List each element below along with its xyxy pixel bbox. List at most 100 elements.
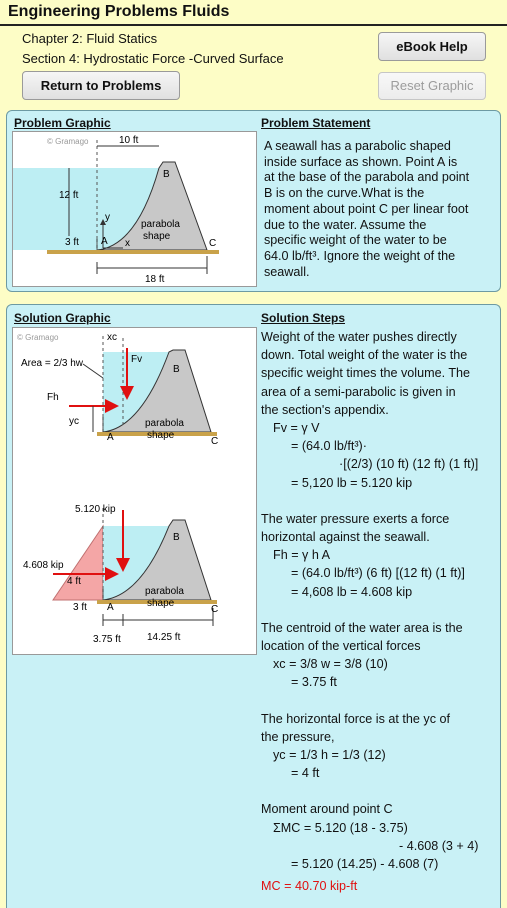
water-over-curve — [97, 168, 159, 250]
problem-statement: A seawall has a parabolic shaped inside … — [264, 139, 496, 280]
dim-bottom: 18 ft — [145, 274, 165, 285]
label-b: B — [163, 169, 170, 180]
label-a: A — [101, 236, 108, 247]
solution-graphic-title: Solution Graphic — [14, 311, 111, 325]
step-line: horizontal against the seawall. — [261, 530, 430, 545]
ebook-help-button[interactable]: eBook Help — [378, 32, 486, 61]
step-line: = 5.120 (14.25) - 4.608 (7) — [291, 857, 439, 872]
step-line: = 4,608 lb = 4.608 kip — [291, 584, 413, 599]
solution-graphic[interactable]: © Gramago xc Area = 2/3 hw Fv Fh yc A B … — [12, 327, 257, 655]
problem-statement-title: Problem Statement — [261, 116, 371, 130]
label-a-1: A — [107, 432, 114, 443]
step-line: yc = 1/3 h = 1/3 (12) — [273, 748, 386, 763]
ground — [47, 250, 219, 254]
parabola-label-1: parabola — [141, 219, 180, 230]
parabola-label-2: shape — [147, 430, 175, 441]
step-line: = (64.0 lb/ft³) (6 ft) [(12 ft) (1 ft)] — [291, 566, 465, 581]
step-line: = 4 ft — [291, 766, 320, 781]
solution-steps-title: Solution Steps — [261, 311, 345, 325]
step-line: area of a semi-parabolic is given in — [261, 384, 456, 399]
step-line: = 5,120 lb = 5.120 kip — [291, 475, 413, 490]
statement-line: inside surface as shown. Point A is — [264, 154, 458, 169]
seawall-diagram: © Gramago 10 ft 12 ft 3 ft 18 ft A B C x… — [13, 135, 219, 285]
yc-label: yc — [69, 416, 79, 427]
label-b-1: B — [173, 364, 180, 375]
solution-steps: Weight of the water pushes directly down… — [261, 328, 497, 895]
label-c: C — [209, 238, 216, 249]
step-line: Weight of the water pushes directly — [261, 330, 457, 344]
area-leader — [82, 363, 104, 379]
ground-1 — [97, 432, 217, 436]
water-area-2 — [103, 526, 169, 600]
final-answer: MC = 40.70 kip-ft — [261, 879, 358, 894]
problem-graphic-title: Problem Graphic — [14, 116, 111, 130]
step-line: ·[(2/3) (10 ft) (12 ft) (1 ft)] — [339, 457, 479, 472]
step-line: Fv = γ V — [273, 421, 320, 436]
fh-label: Fh — [47, 392, 59, 403]
section-label: Section 4: Hydrostatic Force -Curved Sur… — [22, 51, 284, 66]
dim-1425-label: 14.25 ft — [147, 632, 181, 643]
parabola-label-3: parabola — [145, 586, 184, 597]
dim-small: 3 ft — [65, 237, 79, 248]
statement-line: specific weight of the water to be — [264, 233, 447, 248]
solution-diagram: © Gramago xc Area = 2/3 hw Fv Fh yc A B … — [17, 332, 218, 645]
step-line: specific weight times the volume. The — [261, 366, 471, 381]
dim-3-label: 3 ft — [73, 602, 87, 613]
step-line: the section's appendix. — [261, 402, 389, 417]
kip-v-label: 5.120 kip — [75, 504, 116, 515]
step-line: location of the vertical forces — [261, 639, 421, 654]
area-label: Area = 2/3 hw — [21, 358, 84, 369]
dim-375-label: 3.75 ft — [93, 634, 121, 645]
step-line: xc = 3/8 w = 3/8 (10) — [273, 657, 388, 672]
reset-graphic-button[interactable]: Reset Graphic — [378, 72, 486, 100]
step-line: The horizontal force is at the yc of — [261, 711, 450, 726]
xc-label: xc — [107, 332, 117, 343]
water-region — [13, 168, 97, 250]
dim-left: 12 ft — [59, 190, 79, 201]
label-c-2: C — [211, 604, 218, 615]
ground-2 — [97, 600, 217, 604]
problem-graphic[interactable]: © Gramago 10 ft 12 ft 3 ft 18 ft A B C x… — [12, 131, 257, 287]
axis-y-label: y — [105, 212, 110, 223]
problem-panel: Problem Graphic Problem Statement © Gram… — [6, 110, 501, 292]
parabola-label-1: parabola — [145, 418, 184, 429]
kip-h-label: 4.608 kip — [23, 560, 64, 571]
step-line: Moment around point C — [261, 802, 393, 817]
step-line: = (64.0 lb/ft³)· — [291, 439, 367, 454]
solution-panel: Solution Graphic Solution Steps © Gramag… — [6, 304, 501, 908]
label-c-1: C — [211, 436, 218, 447]
parabola-label-2: shape — [143, 231, 171, 242]
copyright: © Gramago — [47, 137, 89, 146]
dim-top: 10 ft — [119, 135, 139, 146]
chapter-label: Chapter 2: Fluid Statics — [22, 31, 158, 46]
step-line: The centroid of the water area is the — [261, 620, 463, 635]
step-line: = 3.75 ft — [291, 675, 337, 690]
step-line: the pressure, — [261, 729, 335, 744]
seawall-2 — [102, 519, 212, 601]
return-to-problems-button[interactable]: Return to Problems — [22, 71, 180, 100]
water-area-1 — [103, 352, 169, 432]
step-line: ΣMC = 5.120 (18 - 3.75) — [273, 820, 408, 835]
seawall-1 — [102, 349, 212, 433]
statement-line: B is on the curve.What is the — [264, 186, 425, 201]
dim-4-label: 4 ft — [67, 576, 81, 587]
fv-label: Fv — [131, 354, 142, 365]
label-a-2: A — [107, 602, 114, 613]
title-divider — [0, 24, 507, 26]
statement-line: A seawall has a parabolic shaped — [264, 139, 451, 153]
seawall-shape — [96, 161, 208, 251]
statement-line: at the base of the parabola and point — [264, 170, 470, 185]
statement-line: due to the water. Assume the — [264, 217, 427, 232]
app-title: Engineering Problems Fluids — [8, 3, 230, 20]
step-line: The water pressure exerts a force — [261, 511, 450, 526]
label-b-2: B — [173, 532, 180, 543]
step-line: Fh = γ h A — [273, 548, 331, 563]
axis-x-label: x — [125, 238, 130, 249]
copyright: © Gramago — [17, 333, 59, 342]
step-line: - 4.608 (3 + 4) — [399, 838, 479, 853]
statement-line: moment about point C per linear foot — [264, 201, 469, 216]
statement-line: seawall. — [264, 264, 310, 279]
step-line: down. Total weight of the water is the — [261, 348, 468, 363]
statement-line: 64.0 lb/ft³. Ignore the weight of the — [264, 248, 456, 263]
parabola-label-4: shape — [147, 598, 175, 609]
